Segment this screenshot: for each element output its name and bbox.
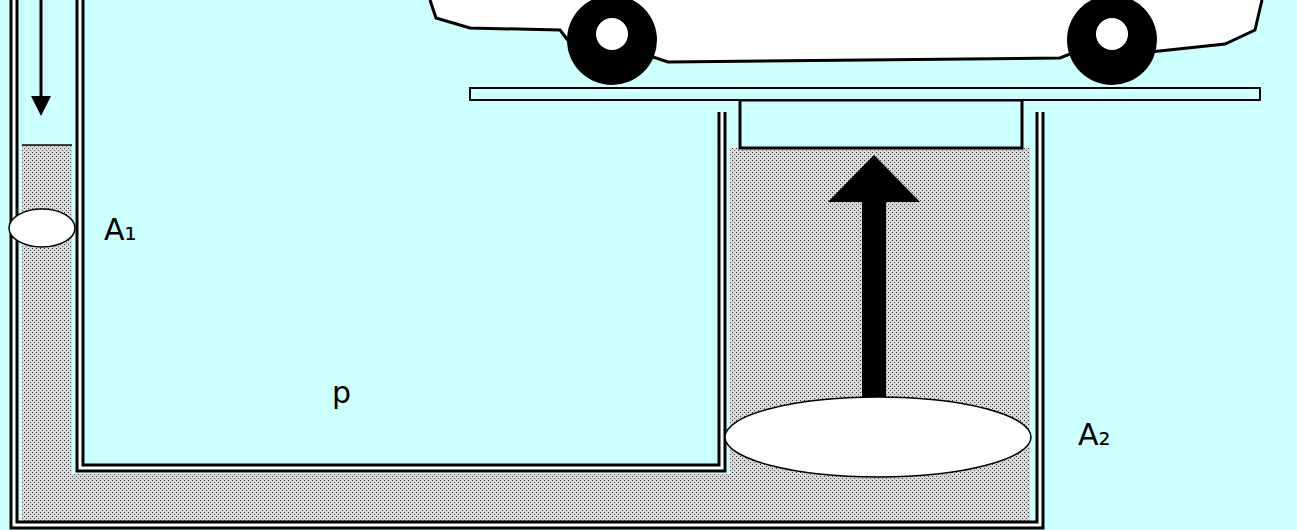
- area-a2-ellipse: [725, 397, 1031, 477]
- small-piston: [22, 105, 72, 145]
- area-label: A₁: [104, 215, 137, 245]
- area-a1-ellipse: [9, 209, 75, 247]
- pressure-label: p: [332, 378, 351, 408]
- force-arrow-up: [828, 155, 920, 405]
- platform: [470, 88, 1260, 100]
- area-label: A₂: [1078, 420, 1111, 450]
- force-arrow-down: [31, 0, 51, 116]
- vessel-walls: [14, 0, 1040, 525]
- large-piston: [740, 100, 1022, 148]
- car: [430, 0, 1262, 85]
